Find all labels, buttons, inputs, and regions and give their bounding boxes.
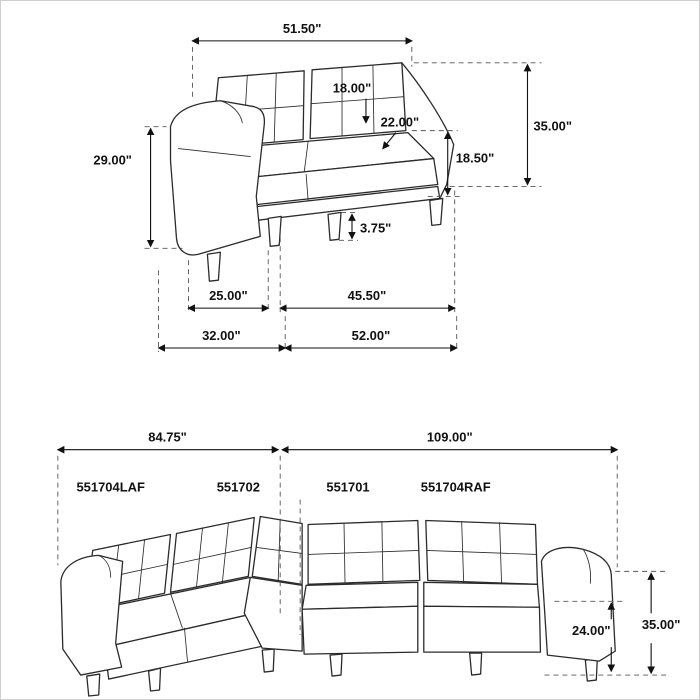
right-seat-top-1 (301, 581, 419, 610)
dim-leg-height: 3.75" (360, 220, 391, 235)
part-label-armless: 551702 (217, 480, 260, 495)
dim-inner-width: 45.50" (348, 288, 387, 303)
extension-line (188, 250, 269, 313)
dim-sectional-back-height: 24.00" (572, 623, 611, 638)
dim-top-width: 51.50" (283, 21, 322, 36)
dim-sectional-back-height-group: 24.00" (554, 600, 624, 673)
foot-front-left (267, 215, 282, 247)
extension-line (339, 211, 358, 241)
seat-split-top (303, 141, 309, 173)
arm-panel-line (178, 148, 251, 157)
left-seat-split-top (170, 592, 183, 629)
dim-leg-height-group: 3.75" (339, 211, 391, 241)
dim-right-side-width-group: 109.00" (281, 430, 619, 568)
back-cushion-right (309, 62, 407, 140)
left-arm (169, 100, 266, 256)
dim-back-cushion-group: 18.00" (333, 81, 372, 124)
dim-seat-height: 18.50" (456, 151, 495, 166)
dim-back-cushion-height: 18.00" (333, 81, 372, 96)
foot-front-middle (327, 211, 342, 241)
dim-right-side-width: 109.00" (427, 430, 473, 445)
dim-overall-depth-group: 32.00" (157, 270, 287, 352)
foot-right (429, 197, 444, 227)
back-cushion-l2 (169, 516, 255, 593)
dim-sectional-height-group: 35.00" (544, 570, 681, 676)
sectional-drawing (60, 515, 616, 697)
tuft-lines-back-right (310, 65, 405, 137)
arm-roll-crease (219, 100, 243, 124)
dim-front-width: 25.00" (209, 288, 248, 303)
right-arm-roll-crease (582, 549, 591, 584)
loveseat-drawing (169, 62, 455, 282)
sectional-foot-4 (329, 653, 343, 677)
dim-arm-height-group: 29.00" (93, 126, 183, 249)
dim-overall-width-group: 52.00" (284, 316, 458, 352)
tuft-lines-r1 (307, 521, 420, 583)
foot-back-left (206, 251, 222, 282)
dim-arm-height: 29.00" (93, 153, 132, 168)
sectional-foot-1 (86, 673, 101, 697)
right-seat-top-2 (423, 581, 541, 608)
tuft-lines-l2 (173, 523, 252, 588)
corner-seat (243, 576, 303, 652)
sectional-right-arm (540, 546, 616, 662)
part-label-raf: 551704RAF (421, 480, 491, 495)
dim-sectional-height: 35.00" (642, 617, 681, 632)
right-seat-front-2 (423, 605, 542, 653)
sectional-foot-5 (469, 652, 483, 676)
dim-seat-height-group: 18.50" (411, 130, 495, 197)
right-seat-front-1 (301, 605, 419, 655)
dim-seat-depth-group: 22.00" (381, 115, 420, 150)
left-arm-roll-crease (98, 554, 112, 578)
sectional-foot-6 (584, 658, 598, 682)
sectional-dimensions: 84.75" 109.00" 551704LAF 551702 551701 5… (56, 430, 681, 676)
extension-line (279, 190, 456, 313)
part-label-corner: 551701 (326, 480, 369, 495)
left-seat-split-front (184, 627, 188, 662)
part-label-laf: 551704LAF (76, 480, 144, 495)
extension-line (544, 570, 670, 676)
dim-inner-width-group: 45.50" (279, 190, 456, 313)
body-silhouette (401, 62, 455, 200)
dim-overall-width: 52.00" (352, 328, 391, 343)
extension-line (192, 46, 413, 101)
extension-line (413, 62, 542, 187)
tuft-lines-r2 (426, 522, 537, 584)
sectional-left-arm (60, 554, 124, 676)
leader-arrow (382, 132, 397, 150)
seat-split-front (305, 174, 309, 201)
sectional-foot-3 (261, 648, 275, 673)
extension-line (144, 126, 183, 249)
dim-left-side-width: 84.75" (148, 430, 187, 445)
dim-left-side-width-group: 84.75" (56, 430, 280, 566)
dim-overall-height-group: 35.00" (413, 62, 572, 187)
dim-front-width-group: 25.00" (187, 250, 270, 313)
dim-overall-depth: 32.00" (202, 328, 241, 343)
extension-line (411, 130, 462, 197)
dim-overall-height: 35.00" (533, 119, 572, 134)
sectional-foot-2 (147, 667, 162, 692)
dim-seat-depth: 22.00" (381, 115, 420, 130)
loveseat-dimensions: 51.50" 29.00" 18.00" 22.00" 35.00" 18.50… (93, 21, 572, 352)
dim-top-width-group: 51.50" (191, 21, 413, 101)
